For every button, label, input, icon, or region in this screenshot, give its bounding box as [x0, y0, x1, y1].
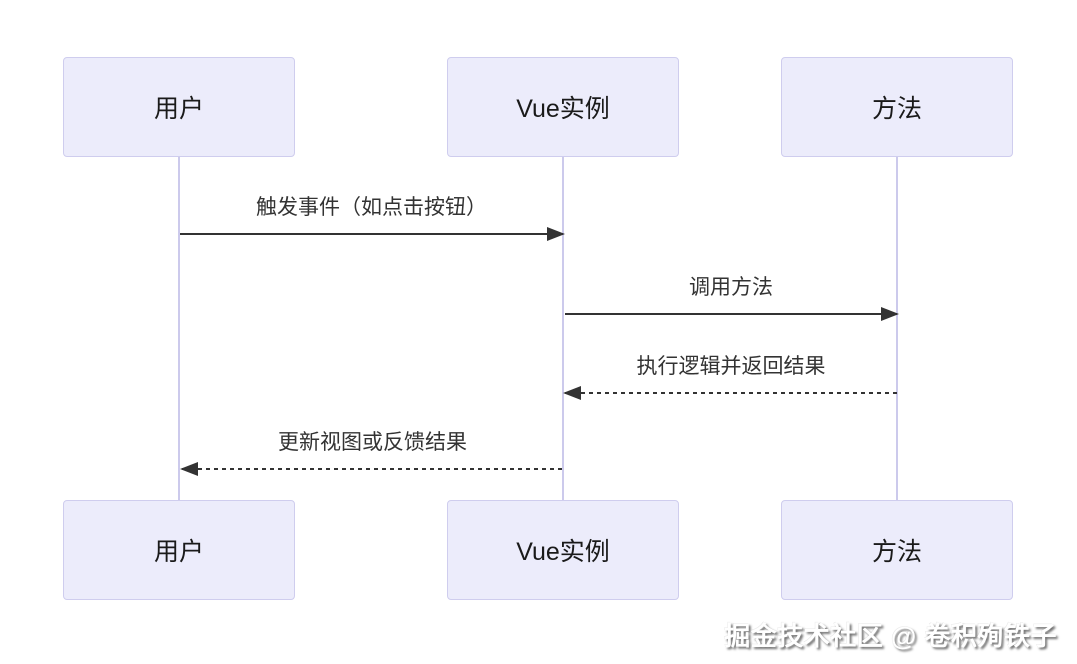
- arrowhead-left-icon: [563, 386, 581, 400]
- actor-label-user: 用户: [153, 538, 204, 566]
- arrowhead-right-icon: [547, 227, 565, 241]
- message-call-method: 调用方法: [565, 273, 899, 321]
- actor-box-user-bottom: 用户: [63, 500, 295, 600]
- lifeline-method: [896, 157, 898, 500]
- message-label: 执行逻辑并返回结果: [636, 355, 826, 378]
- message-line-dashed: [563, 386, 897, 400]
- actor-box-vue-instance-bottom: Vue实例: [447, 500, 679, 600]
- message-line-dashed: [180, 462, 563, 476]
- actor-label-vue-instance: Vue实例: [516, 538, 610, 566]
- actor-label-user: 用户: [153, 95, 204, 123]
- actor-box-user-top: 用户: [63, 57, 295, 157]
- message-label: 触发事件（如点击按钮）: [256, 196, 487, 219]
- message-line-solid: [180, 227, 565, 241]
- message-label: 更新视图或反馈结果: [278, 431, 467, 454]
- lifeline-vue-instance: [562, 157, 564, 500]
- message-trigger-event: 触发事件（如点击按钮）: [180, 193, 565, 241]
- actor-label-vue-instance: Vue实例: [516, 95, 610, 123]
- actor-box-method-top: 方法: [781, 57, 1013, 157]
- actor-box-vue-instance-top: Vue实例: [447, 57, 679, 157]
- lifeline-user: [178, 157, 180, 500]
- arrowhead-left-icon: [180, 462, 198, 476]
- message-line-solid: [565, 307, 899, 321]
- actor-label-method: 方法: [871, 95, 922, 123]
- message-return-result: 执行逻辑并返回结果: [563, 352, 897, 400]
- actor-box-method-bottom: 方法: [781, 500, 1013, 600]
- message-update-view: 更新视图或反馈结果: [180, 428, 563, 476]
- watermark-text: 掘金技术社区 @ 卷积殉铁子: [724, 621, 1057, 651]
- arrowhead-right-icon: [881, 307, 899, 321]
- actor-label-method: 方法: [871, 538, 922, 566]
- message-label: 调用方法: [689, 276, 773, 299]
